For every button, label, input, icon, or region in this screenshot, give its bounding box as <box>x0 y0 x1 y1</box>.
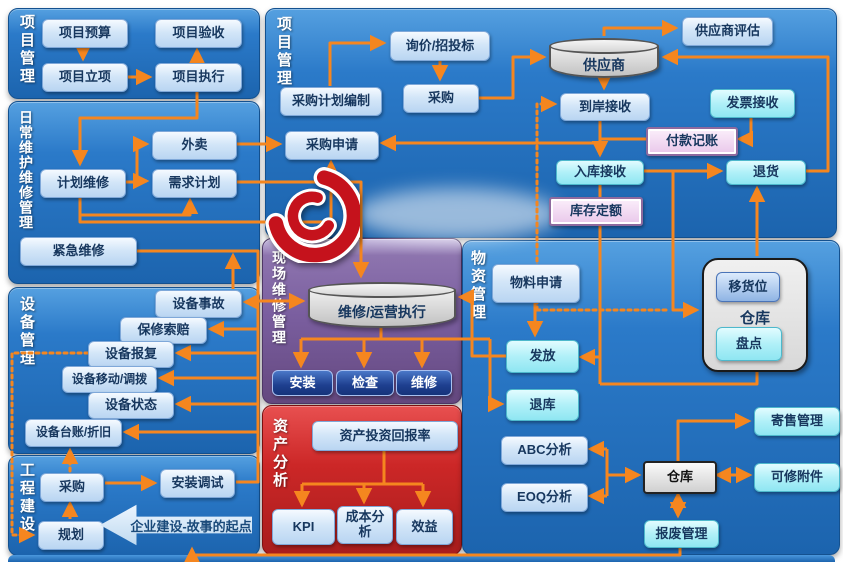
node-return-to-store: 退库 <box>506 389 579 421</box>
red-swirl-logo <box>265 167 360 263</box>
cylinder-top <box>308 282 456 298</box>
node-install: 安装 <box>272 370 333 396</box>
panel-label: 设备管理 <box>18 296 35 368</box>
node-equipment-accident: 设备事故 <box>155 290 242 318</box>
node-supplier-eval: 供应商评估 <box>682 17 773 46</box>
panel-label: 项目管理 <box>275 16 292 88</box>
node-demand-plan: 需求计划 <box>152 169 237 198</box>
node-kpi: KPI <box>272 509 335 545</box>
node-purchase: 采购 <box>403 84 479 113</box>
node-project-initiation: 项目立项 <box>42 63 128 92</box>
node-planned-maintenance: 计划维修 <box>40 169 126 198</box>
node-material-request: 物料申请 <box>492 264 580 303</box>
panel-label: 现场维修管理 <box>271 250 287 346</box>
node-cost-analysis: 成本分析 <box>337 506 393 544</box>
node-planning: 规划 <box>38 521 104 550</box>
node-project-acceptance: 项目验收 <box>155 19 242 48</box>
bottom-strip <box>8 555 835 562</box>
panel-label: 物资管理 <box>469 250 486 322</box>
node-inspect: 检查 <box>336 370 394 396</box>
node-consignment-mgmt: 寄售管理 <box>754 407 840 436</box>
panel-label: 工程建设 <box>18 462 35 534</box>
cloud-smudge <box>355 188 560 240</box>
node-stock-receipt: 入库接收 <box>556 160 644 185</box>
node-purchase-request: 采购申请 <box>285 131 379 160</box>
node-invoice-receipt: 发票接收 <box>710 89 795 118</box>
node-scrap-mgmt: 报废管理 <box>644 520 719 548</box>
warehouse-title: 仓库 <box>739 310 770 327</box>
node-stock-quota: 库存定额 <box>549 197 643 226</box>
node-eoq-analysis: EOQ分析 <box>501 483 588 512</box>
node-benefit: 效益 <box>396 509 453 545</box>
node-eng-purchase: 采购 <box>40 473 104 502</box>
node-returns: 退货 <box>726 160 806 185</box>
node-inquiry-bidding: 询价/招投标 <box>390 31 490 61</box>
node-install-debug: 安装调试 <box>160 469 235 498</box>
node-purchase-plan-compile: 采购计划编制 <box>280 87 382 116</box>
node-outsource: 外卖 <box>152 131 237 160</box>
node-payment-posting: 付款记账 <box>646 127 738 156</box>
node-supplier-db: 供应商 <box>549 38 659 78</box>
node-roi: 资产投资回报率 <box>312 421 458 451</box>
node-equipment-status: 设备状态 <box>88 392 174 419</box>
panel-label: 项目管理 <box>18 14 35 86</box>
node-project-budget: 项目预算 <box>42 19 128 48</box>
cylinder-top <box>549 38 659 54</box>
node-maintenance-execution-db: 维修/运营执行 <box>308 282 456 328</box>
node-warehouse-small: 仓库 <box>643 461 717 494</box>
node-abc-analysis: ABC分析 <box>501 436 588 465</box>
node-arrival-receipt: 到岸接收 <box>560 93 650 121</box>
node-equipment-restore: 设备报复 <box>88 341 174 368</box>
node-repairable-parts: 可修附件 <box>754 463 840 492</box>
node-equipment-move: 设备移动/调拨 <box>62 366 157 393</box>
node-emergency-repair: 紧急维修 <box>20 237 137 266</box>
node-issue: 发放 <box>506 340 579 373</box>
node-stocktake: 盘点 <box>716 327 782 361</box>
node-warranty-claim: 保修索赔 <box>120 317 207 344</box>
node-warehouse-container: 移货位 仓库 盘点 <box>702 258 808 372</box>
panel-label: 资产分析 <box>271 418 288 490</box>
node-equipment-ledger: 设备台账/折旧 <box>25 419 122 447</box>
node-project-execution: 项目执行 <box>155 63 242 92</box>
node-move-location: 移货位 <box>716 272 780 302</box>
panel-label: 日常维护维修管理 <box>18 110 34 230</box>
node-repair: 维修 <box>396 370 452 396</box>
